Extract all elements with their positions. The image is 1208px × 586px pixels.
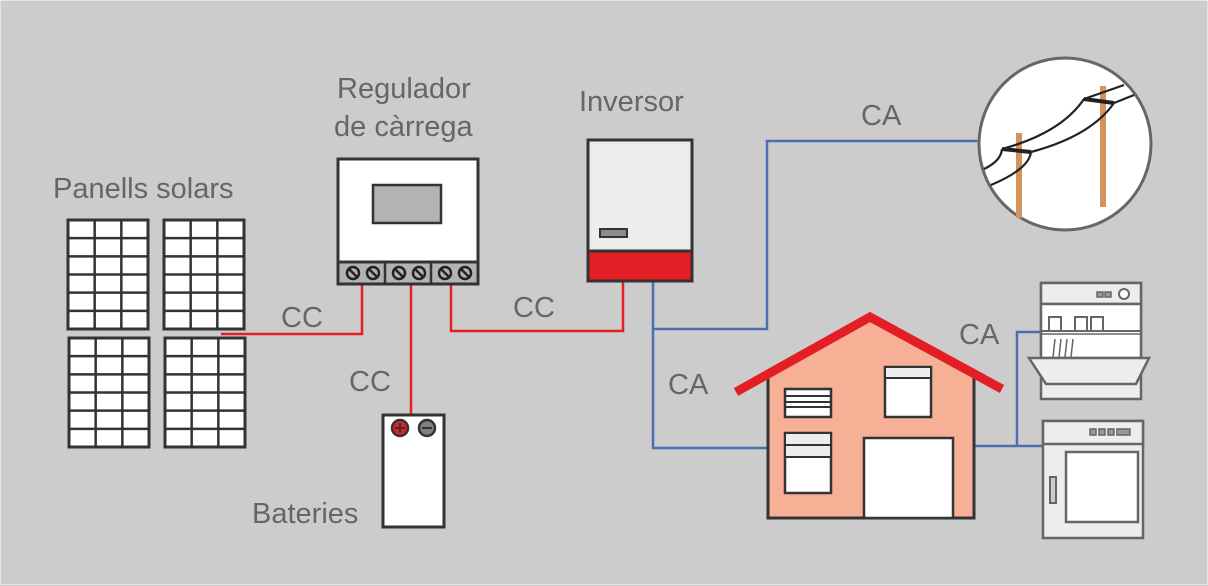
label-ac-appliances: CA [959,319,1000,351]
label-panels: Panells solars [53,173,234,205]
charge-regulator [336,157,480,286]
terminal-screws [345,265,473,281]
dc-wires [221,281,625,415]
wire-regulator-to-inverter [449,281,625,333]
regulator-display [371,183,443,225]
pole-icon [1100,86,1106,207]
solar-panels [66,218,247,449]
window-upper-right [883,365,933,419]
wire-inverter-to-house [651,329,768,450]
wire-house-to-dishwasher [1015,330,1042,446]
washer-handle [1049,476,1057,504]
power-grid [977,56,1153,232]
screw-icon [365,265,381,281]
washer-window [1064,450,1140,524]
roof [733,311,1005,396]
inverter-red-base [586,249,694,283]
label-ac-house: CA [668,369,709,401]
screw-icon [411,265,427,281]
solar-panel [162,218,246,331]
screw-icon [391,265,407,281]
screw-icon [457,265,473,281]
grid-circle [977,56,1153,232]
garage-door [862,436,955,520]
inverter-slot [599,228,628,238]
label-inverter: Inversor [579,86,684,118]
battery [381,413,446,529]
label-regulator-1: Regulador [337,73,471,105]
screw-icon [345,265,361,281]
window-blinds [783,387,833,419]
dishwasher [1026,281,1152,401]
label-batteries: Bateries [252,498,358,530]
solar-panel [163,336,247,449]
house [733,311,1005,520]
dishwasher-door [1026,356,1152,386]
label-dc-panels: CC [281,302,323,334]
ac-wires [651,139,1043,450]
label-regulator-2: de càrrega [334,111,474,143]
wire-inverter-to-grid [651,139,980,331]
window-lower-left [783,431,833,495]
solar-panel [66,218,150,331]
pole-icon [1016,133,1022,218]
power-lines [983,83,1135,187]
screw-icon [437,265,453,281]
dishwasher-knob-icon [1118,288,1130,300]
inverter [586,138,694,283]
wire-panels-to-regulator [221,284,364,336]
solar-panel [67,336,151,449]
label-dc-battery: CC [349,366,391,398]
washing-machine [1041,419,1145,540]
label-dc-inverter: CC [513,292,555,324]
label-ac-grid: CA [861,100,902,132]
